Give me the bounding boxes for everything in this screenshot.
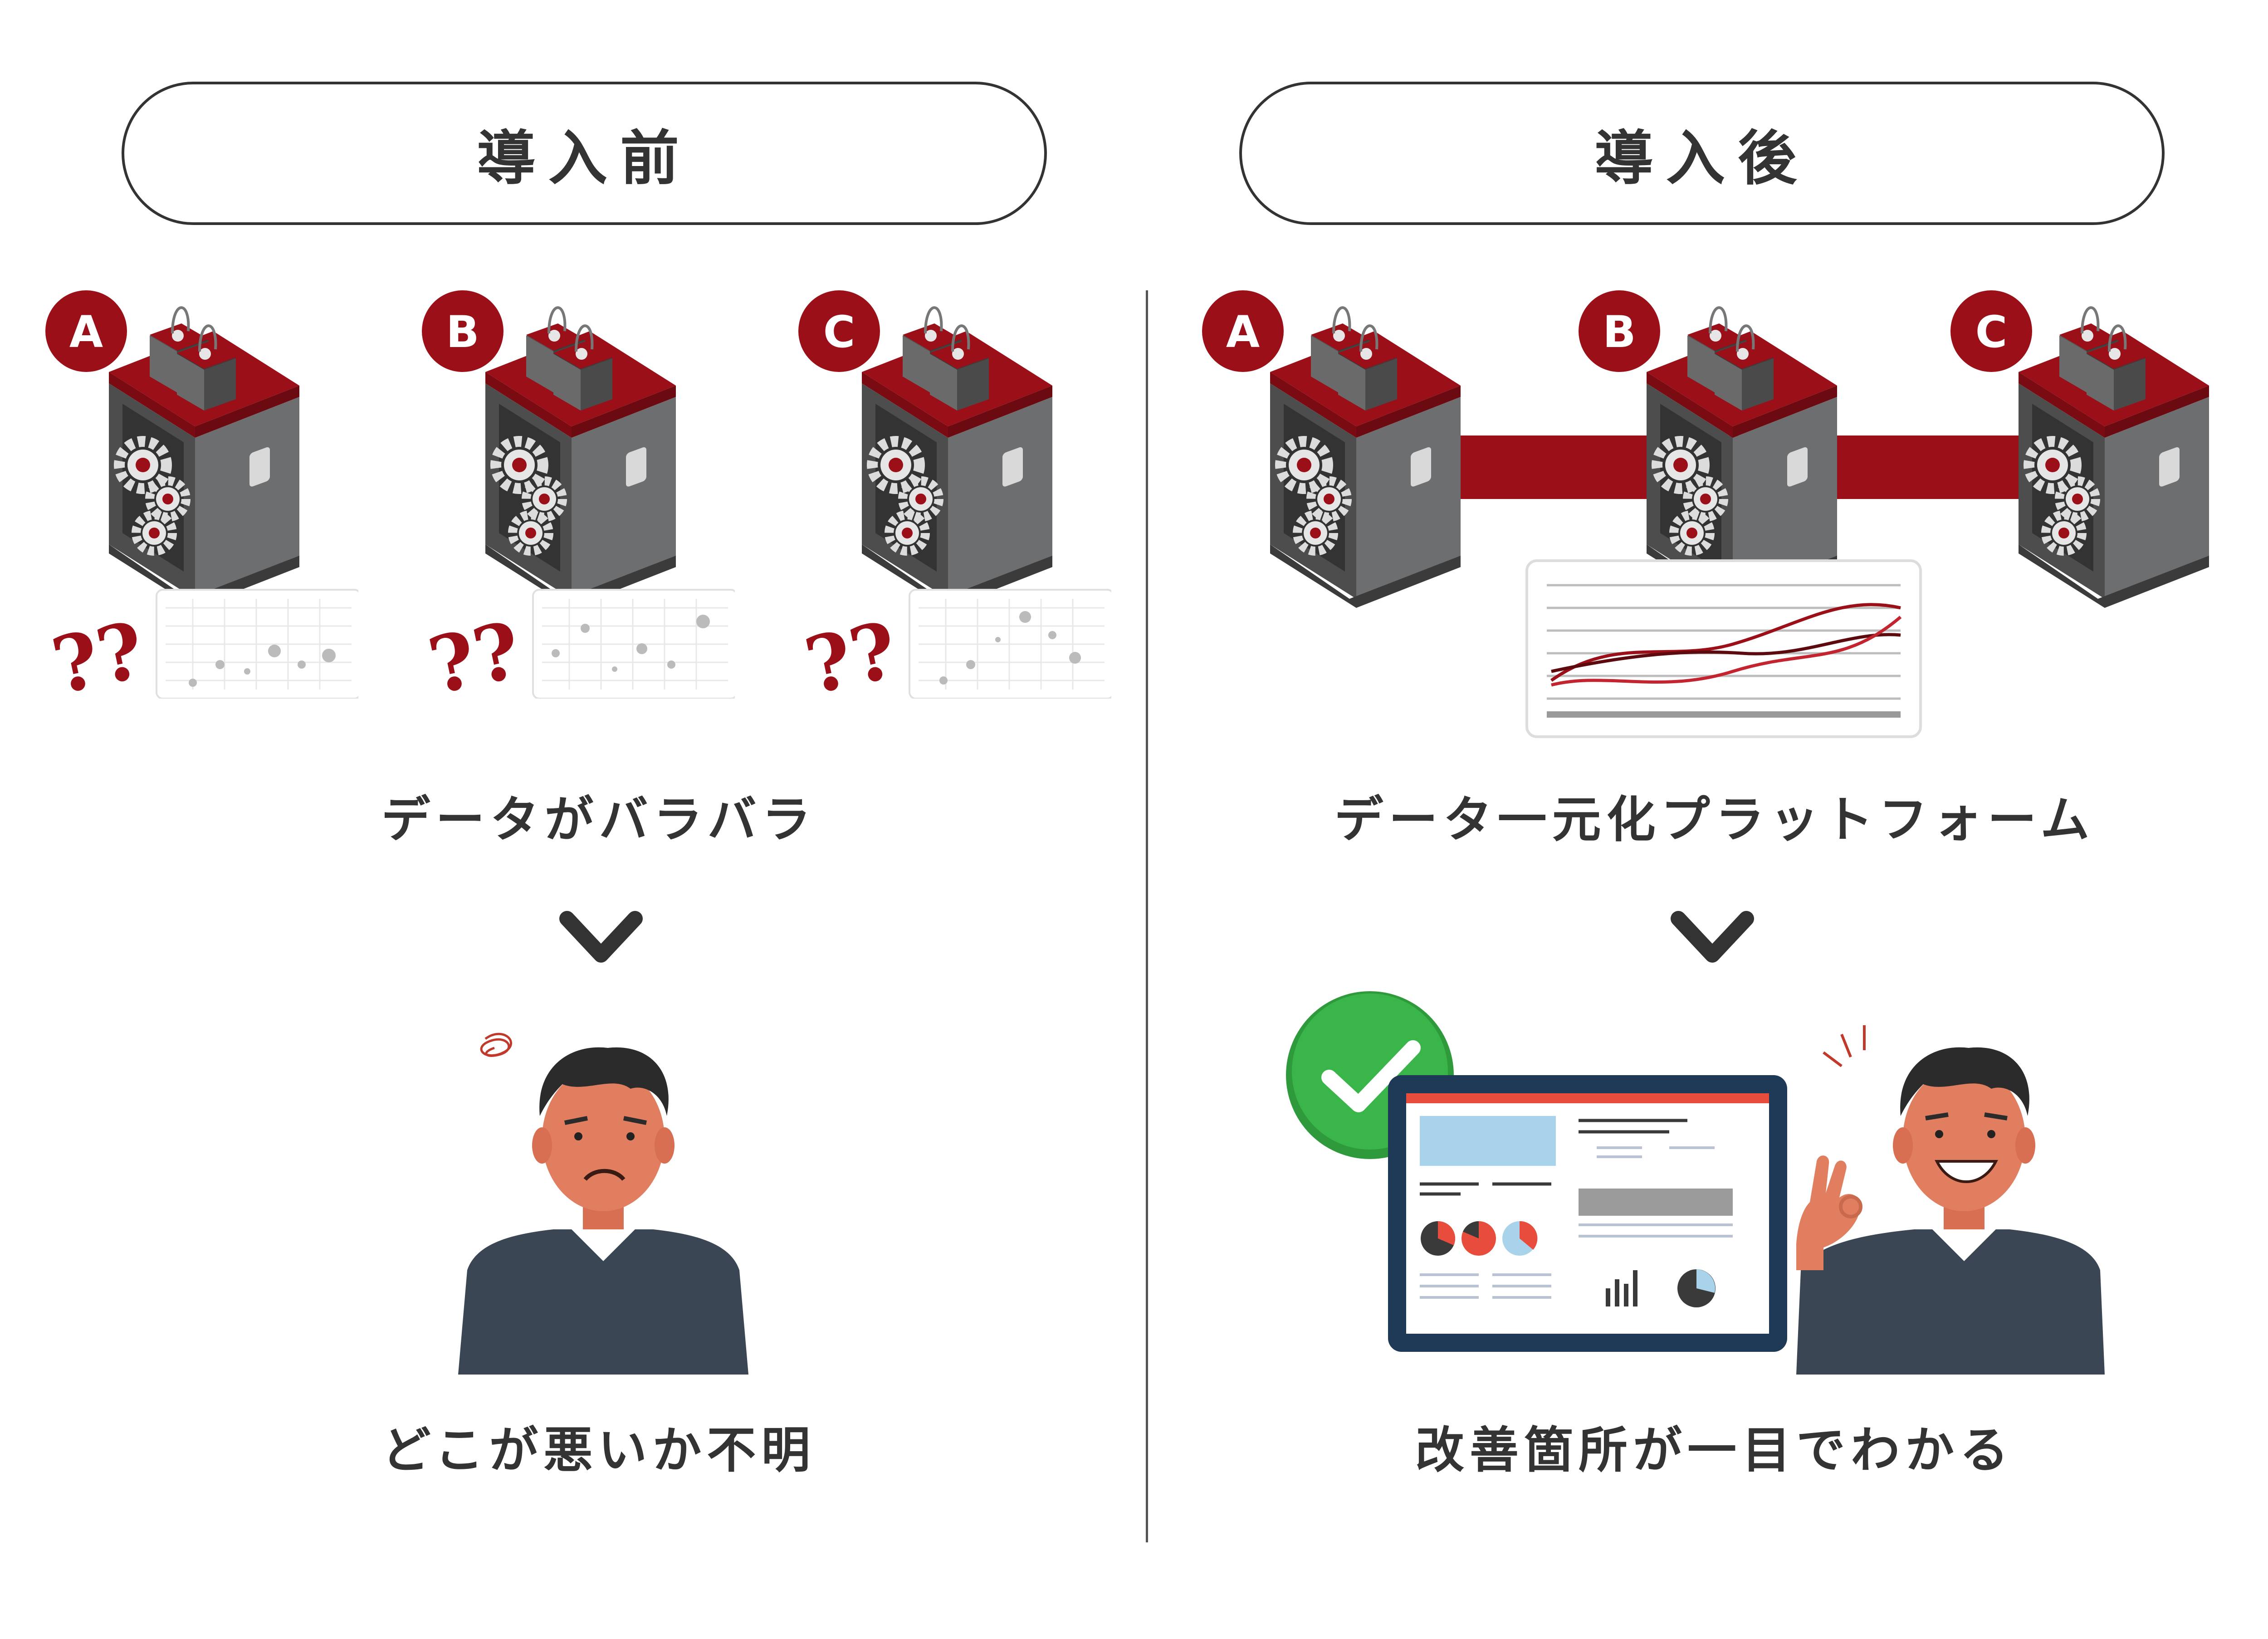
after-title: 導入後	[1594, 124, 1809, 193]
after-badge-a-label: A	[1226, 307, 1260, 357]
after-machine-b: B	[1574, 281, 1846, 626]
before-machine-a: A ??	[41, 281, 362, 712]
after-badge-b-label: B	[1603, 307, 1636, 357]
before-caption-unknown-issue: どこが悪いか不明	[381, 1422, 816, 1479]
before-machine-b: B ??	[417, 281, 738, 712]
unified-line-chart-card	[1524, 558, 1923, 739]
before-header: 導入前	[122, 82, 1047, 225]
before-question-c: ??	[797, 604, 904, 699]
before-chevron-down-icon	[559, 911, 643, 963]
badge-c-label: C	[823, 307, 855, 357]
happy-person-illustration	[1796, 1016, 2114, 1379]
after-header: 導入後	[1239, 82, 2165, 225]
after-machine-a: A	[1198, 281, 1470, 626]
before-title: 導入前	[476, 124, 692, 193]
after-badge-c-label: C	[1975, 307, 2007, 357]
after-caption-platform: データ一元化プラットフォーム	[1334, 792, 2095, 848]
badge-a-label: A	[69, 307, 103, 357]
confused-person-illustration	[449, 1016, 758, 1379]
before-machine-c: C ??	[794, 281, 1114, 712]
section-divider	[1146, 290, 1148, 1542]
before-question-a: ??	[44, 604, 152, 699]
dashboard-tablet-illustration	[1388, 1075, 1787, 1356]
after-chevron-down-icon	[1671, 911, 1754, 963]
after-machine-c: C	[1946, 281, 2218, 626]
after-caption-clear-improvement: 改善箇所が一目でわかる	[1415, 1422, 2014, 1479]
before-caption-scattered: データがバラバラ	[381, 792, 816, 848]
before-question-b: ??	[421, 604, 528, 699]
badge-b-label: B	[446, 307, 479, 357]
